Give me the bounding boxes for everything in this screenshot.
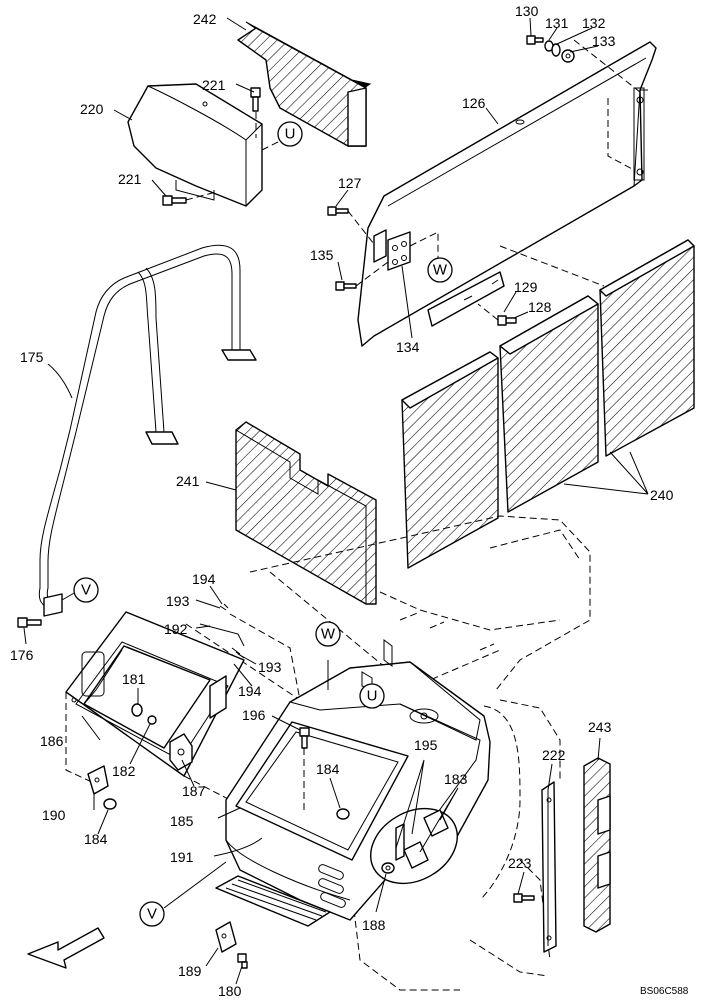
hinge-187 xyxy=(169,675,227,771)
bolt-stack-130-133 xyxy=(526,35,575,63)
foam-strip-243 xyxy=(583,757,611,933)
svg-text:W: W xyxy=(321,626,336,643)
label-222: 222 xyxy=(542,747,566,763)
washer-184-center xyxy=(336,808,350,820)
label-195: 195 xyxy=(414,737,438,753)
callout-U-lower: U xyxy=(359,683,385,709)
toolbox-185 xyxy=(225,639,491,921)
label-193-upper: 193 xyxy=(166,593,190,609)
label-126: 126 xyxy=(462,95,486,111)
label-192: 192 xyxy=(164,621,188,637)
label-185: 185 xyxy=(170,813,194,829)
label-128: 128 xyxy=(528,299,552,315)
label-220: 220 xyxy=(80,101,104,117)
label-191: 191 xyxy=(170,849,194,865)
label-133: 133 xyxy=(592,33,616,49)
svg-text:V: V xyxy=(147,906,157,923)
bolt-128 xyxy=(477,303,517,326)
callout-V-lower: V xyxy=(139,901,165,927)
cover-220 xyxy=(127,83,263,207)
callout-W-lower: W xyxy=(315,621,341,647)
label-181: 181 xyxy=(122,671,146,687)
label-184-center: 184 xyxy=(316,761,340,777)
bolt-196 xyxy=(299,727,310,810)
label-135: 135 xyxy=(310,247,334,263)
label-130: 130 xyxy=(515,3,539,19)
label-189: 189 xyxy=(178,963,202,979)
label-190: 190 xyxy=(42,807,66,823)
label-182: 182 xyxy=(112,763,136,779)
svg-text:U: U xyxy=(285,126,296,143)
label-223: 223 xyxy=(508,855,532,871)
bolt-176 xyxy=(17,617,42,628)
direction-arrow xyxy=(27,927,105,969)
label-194-upper: 194 xyxy=(192,571,216,587)
plate-186 xyxy=(65,611,245,801)
bolt-221-lower xyxy=(162,195,187,206)
label-134: 134 xyxy=(396,339,420,355)
label-186: 186 xyxy=(40,733,64,749)
callout-V-left: V xyxy=(73,577,99,603)
bolt-127 xyxy=(327,206,375,245)
label-187: 187 xyxy=(182,783,206,799)
label-241: 241 xyxy=(176,473,200,489)
foam-block-241 xyxy=(235,421,377,605)
bolt-223 xyxy=(513,893,535,903)
label-242: 242 xyxy=(193,11,217,27)
bolt-221-upper xyxy=(250,87,261,112)
label-196: 196 xyxy=(242,707,266,723)
label-131: 131 xyxy=(545,15,569,31)
label-221-lower: 221 xyxy=(118,171,142,187)
label-188: 188 xyxy=(362,917,386,933)
washer-184-left xyxy=(103,798,117,810)
plug-188 xyxy=(381,862,395,874)
bolt-135 xyxy=(335,261,389,291)
bracket-190 xyxy=(87,765,109,795)
label-194-lower: 194 xyxy=(238,683,262,699)
bracket-222 xyxy=(541,781,557,953)
bracket-lower-126 xyxy=(427,271,505,327)
callout-U-upper: U xyxy=(277,121,303,147)
frame-outline xyxy=(185,515,591,991)
svg-text:V: V xyxy=(81,582,91,599)
label-183: 183 xyxy=(444,771,468,787)
step-189 xyxy=(215,875,331,953)
svg-text:W: W xyxy=(433,262,448,279)
label-176: 176 xyxy=(10,647,34,663)
label-221-upper: 221 xyxy=(202,77,226,93)
drawing-code: BS06C588 xyxy=(640,986,689,997)
bolt-180 xyxy=(237,953,248,969)
leader-lines xyxy=(23,17,649,985)
callout-W-upper: W xyxy=(427,257,453,283)
label-175: 175 xyxy=(20,349,44,365)
label-132: 132 xyxy=(582,15,606,31)
foam-panels-240 xyxy=(401,239,695,569)
handrail-175 xyxy=(38,244,257,617)
label-184-left: 184 xyxy=(84,831,108,847)
svg-text:U: U xyxy=(367,688,378,705)
foam-pad-242 xyxy=(237,21,372,147)
label-129: 129 xyxy=(514,279,538,295)
part-labels: 242 221 220 221 130 131 132 133 126 127 … xyxy=(10,3,689,999)
bracket-134 xyxy=(373,229,439,271)
label-193-lower: 193 xyxy=(258,659,282,675)
label-240: 240 xyxy=(650,487,674,503)
label-127: 127 xyxy=(338,175,362,191)
label-243: 243 xyxy=(588,719,612,735)
label-180: 180 xyxy=(218,983,242,999)
